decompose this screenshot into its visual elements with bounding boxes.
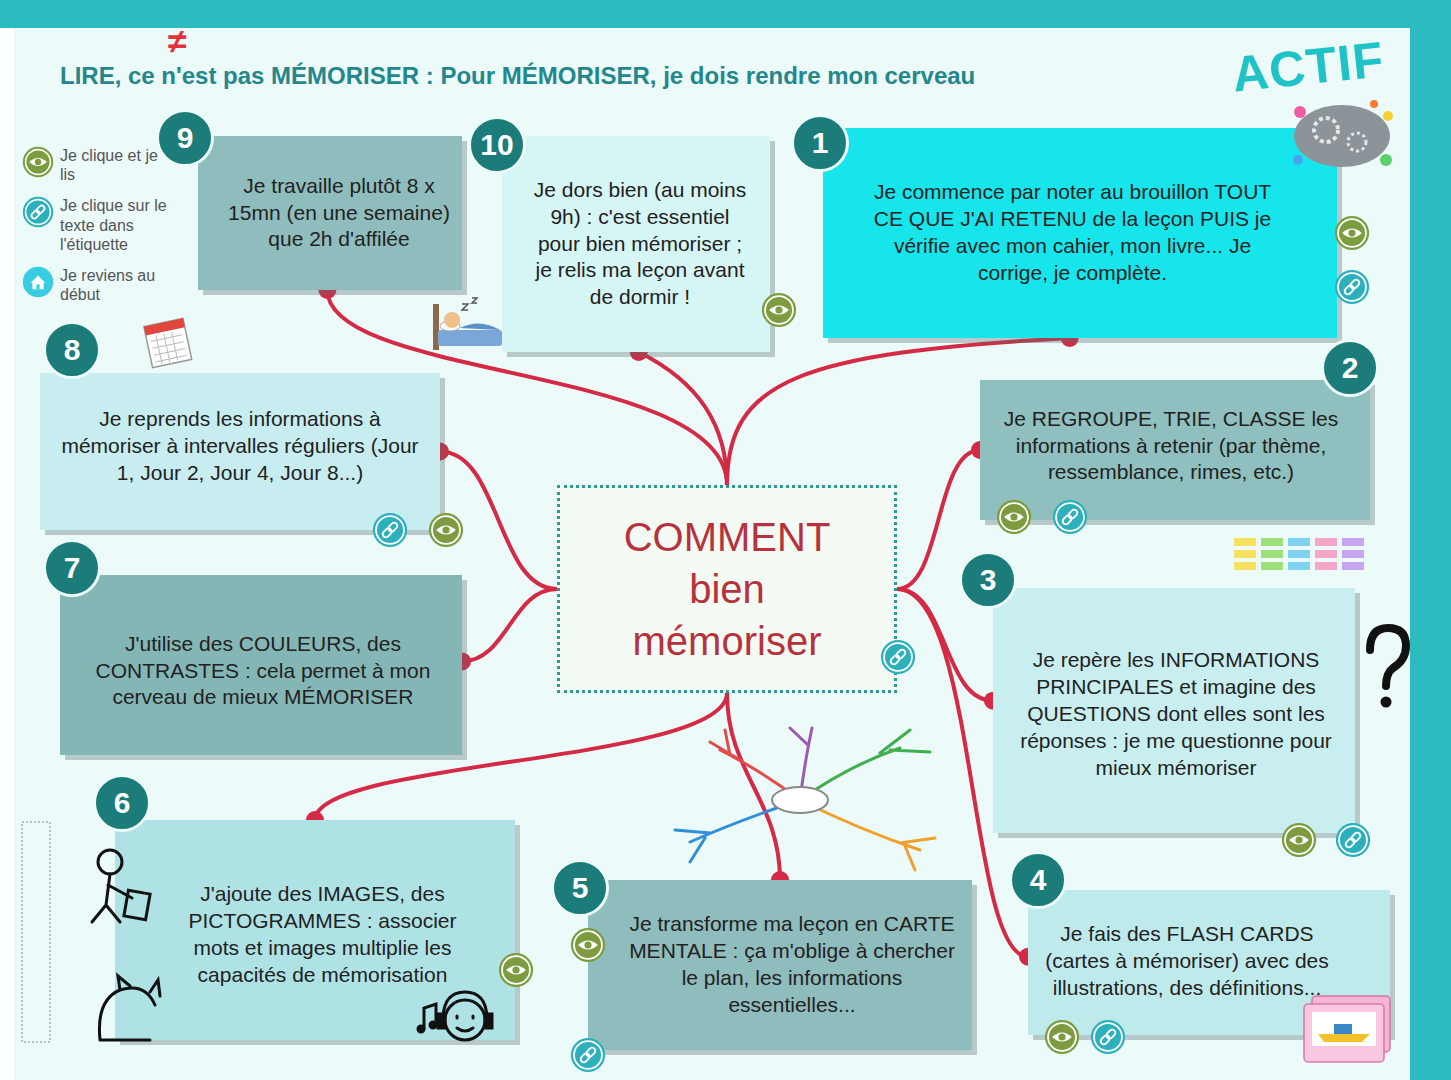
callout-number: 7 [64,553,81,583]
idea-box: 3Je repère les INFORMATIONS PRINCIPALES … [993,588,1355,833]
idea-box: 6J'ajoute des IMAGES, des PICTOGRAMMES :… [115,820,515,1040]
callout-number: 5 [572,873,589,903]
not-equal-sign-holder: ≠ [168,22,187,61]
link-button-icon [881,640,915,674]
branch-line [462,589,557,661]
topic-text: COMMENT bien mémoriser [602,511,852,667]
word-list-illustration [1234,538,1364,570]
mind-map-illustration [675,728,935,870]
emphasis-word: ACTIF [1229,30,1386,104]
idea-text: Je fais des FLASH CARDS (cartes à mémori… [1044,921,1330,1002]
idea-box: 2Je REGROUPE, TRIE, CLASSE les informati… [980,380,1370,520]
button-icons [373,216,1370,1072]
link-button-icon [1336,823,1370,857]
legend-panel: Je clique et je lis Je clique sur le text… [22,146,172,316]
idea-box: 9Je travaille plutôt 8 x 15mn (en une se… [198,136,462,290]
watermark-frame [22,822,50,1042]
legend-icon-shape [23,267,53,297]
idea-text: Je travaille plutôt 8 x 15mn (en une sem… [228,173,450,254]
link-button-icon [1053,500,1087,534]
link-button-icon [373,513,407,547]
number-badge: 8 [43,321,101,379]
brain-illustration [1293,100,1393,167]
top-bar [0,0,1451,28]
legend-icon-shape [23,147,53,177]
number-badge: 3 [959,551,1017,609]
legend-icon [22,266,54,298]
number-badge: 1 [791,114,849,172]
margin-strip [0,28,14,1080]
legend-row: Je clique sur le texte dans l'étiquette [22,196,172,254]
central-topic: COMMENT bien mémoriser [557,485,897,693]
title-band: LIRE, ce n'est pas MÉMORISER : Pour MÉMO… [60,62,1228,90]
branch-connector [630,343,727,485]
question-mark-symbol [1370,628,1406,708]
sleeping-child-illustration [433,298,502,350]
idea-text: J'utilise des COULEURS, des CONTRASTES :… [80,631,446,712]
legend-icon [22,146,54,178]
callout-number: 2 [1342,353,1359,383]
read-button-icon [997,500,1031,534]
read-button-icon [571,928,605,962]
branch-line [639,352,727,485]
link-button-icon [571,1038,605,1072]
read-button-icon [762,293,796,327]
not-equal-sign: ≠ [168,22,187,61]
number-badge: 7 [43,539,101,597]
read-button-icon [1335,216,1369,250]
idea-box: 8Je reprends les informations à mémorise… [40,373,440,530]
link-button-icon [1335,270,1369,304]
drawing-figures [92,850,492,1040]
read-button-icon [499,953,533,987]
link-button-icon [1091,1020,1125,1054]
title-text: LIRE, ce n'est pas MÉMORISER : Pour MÉMO… [60,62,975,90]
idea-text: Je REGROUPE, TRIE, CLASSE les informatio… [996,406,1346,487]
idea-text: J'ajoute des IMAGES, des PICTOGRAMMES : … [170,881,475,989]
number-badge: 9 [156,109,214,167]
branch-line [440,452,557,590]
read-button-icon [1045,1020,1079,1054]
legend-icon-shape [23,197,53,227]
read-button-icon [429,513,463,547]
number-badge: 2 [1321,339,1379,397]
branch-connector [727,693,789,889]
branch-connector [431,443,557,590]
idea-box: 5Je transforme ma leçon en CARTE MENTALE… [588,880,972,1050]
idea-box: 7J'utilise des COULEURS, des CONTRASTES … [60,575,462,755]
side-bar [1410,0,1451,1080]
callout-number: 8 [64,335,81,365]
callout-number: 3 [980,565,997,595]
emphasis-word-holder: ACTIF [1232,38,1384,96]
callout-number: 4 [1030,865,1047,895]
callout-number: 1 [812,128,829,158]
idea-text: Je transforme ma leçon en CARTE MENTALE … [628,911,956,1019]
legend-text: Je clique sur le texte dans l'étiquette [60,196,170,254]
idea-text: Je reprends les informations à mémoriser… [56,406,424,487]
legend-row: Je clique et je lis [22,146,172,184]
idea-text: Je dors bien (au moins 9h) : c'est essen… [532,177,748,311]
idea-text: Je commence par noter au brouillon TOUT … [863,179,1282,287]
legend-text: Je reviens au début [60,266,170,304]
number-badge: 5 [551,859,609,917]
callout-number: 9 [177,123,194,153]
idea-box: 10Je dors bien (au moins 9h) : c'est ess… [502,136,770,352]
number-badge: 6 [93,774,151,832]
read-button-icon [1282,823,1316,857]
number-badge: 10 [468,116,526,174]
idea-text: Je repère les INFORMATIONS PRINCIPALES e… [1013,647,1339,781]
number-badge: 4 [1009,851,1067,909]
idea-box: 1Je commence par noter au brouillon TOUT… [823,128,1337,338]
callout-number: 10 [480,130,513,160]
legend-text: Je clique et je lis [60,146,170,184]
idea-box: 4Je fais des FLASH CARDS (cartes à mémor… [1028,890,1390,1035]
flash-card-illustration [1304,996,1390,1062]
branch-connector [453,589,557,670]
callout-number: 6 [114,788,131,818]
branch-line [727,693,780,880]
legend-row: Je reviens au début [22,266,172,304]
calendar-illustration [144,318,192,367]
legend-icon [22,196,54,228]
